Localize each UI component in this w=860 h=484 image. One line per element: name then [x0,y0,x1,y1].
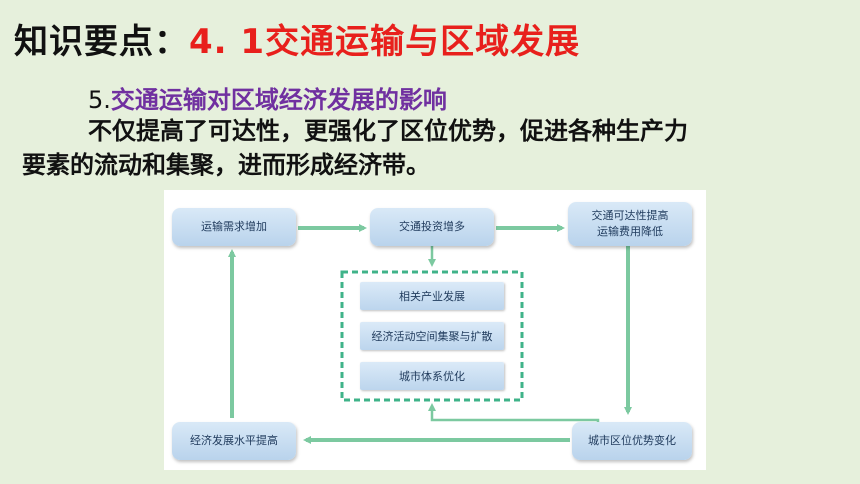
body-paragraph: 不仅提高了可达性，更强化了区位优势，促进各种生产力 要素的流动和集聚，进而形成经… [22,114,842,182]
center-item-urban-system: 城市体系优化 [360,362,504,390]
center-dashed-frame [340,270,524,402]
title-topic: 4. 1交通运输与区域发展 [189,22,581,62]
arrow-location-to-center [428,403,600,426]
flow-diagram: 运输需求增加 交通投资增多 交通可达性提高 运输费用降低 城市区位优势变化 经济… [164,190,706,470]
node-transport-investment-label: 交通投资增多 [399,220,465,233]
node-accessibility-line-2: 运输费用降低 [597,225,663,238]
center-item-industry: 相关产业发展 [360,282,504,310]
node-economic-development-label: 经济发展水平提高 [190,434,278,447]
section-heading: 5.交通运输对区域经济发展的影响 [88,80,447,115]
page-title: 知识要点：4. 1交通运输与区域发展 [14,14,580,63]
node-transport-demand: 运输需求增加 [172,208,296,246]
center-item-urban-system-label: 城市体系优化 [399,370,465,383]
center-item-agglomeration-label: 经济活动空间集聚与扩散 [371,330,493,343]
center-item-agglomeration: 经济活动空间集聚与扩散 [360,322,504,350]
section-number: 5. [88,86,111,114]
node-transport-demand-label: 运输需求增加 [201,220,267,233]
node-accessibility: 交通可达性提高 运输费用降低 [568,202,692,246]
section-heading-text: 交通运输对区域经济发展的影响 [110,86,447,114]
node-location-advantage: 城市区位优势变化 [572,422,692,460]
node-location-advantage-label: 城市区位优势变化 [588,434,676,447]
paragraph-line-1: 不仅提高了可达性，更强化了区位优势，促进各种生产力 [88,117,688,145]
title-prefix: 知识要点： [14,22,189,62]
node-accessibility-line-1: 交通可达性提高 [591,209,669,222]
node-transport-investment: 交通投资增多 [370,208,494,246]
node-economic-development: 经济发展水平提高 [172,422,296,460]
paragraph-line-2: 要素的流动和集聚，进而形成经济带。 [22,151,430,179]
center-item-industry-label: 相关产业发展 [399,290,465,303]
